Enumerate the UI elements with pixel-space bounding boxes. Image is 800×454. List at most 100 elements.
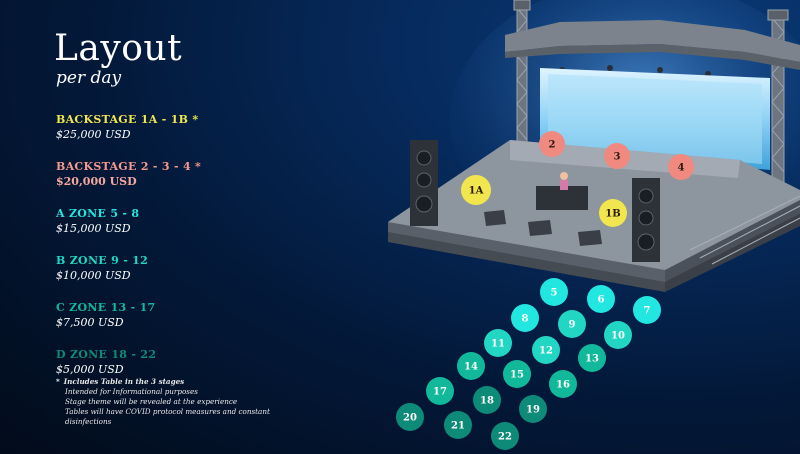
footnote-line: Intended for Informational purposes [65,387,198,396]
zone-9-circle [558,310,586,338]
zone-8-label: 8 [522,314,529,325]
zone-10-circle [604,321,632,349]
footnote-line: Tables will have COVID protocol measures… [65,407,270,426]
stage-marker-1b: 1B [599,199,627,227]
zone-16-label: 16 [556,380,570,391]
tier-b-zone: B ZONE 9 - 12 $10,000 USD [56,253,201,283]
tier-name: C ZONE 13 - 17 [56,301,156,314]
stage-marker-2-label: 2 [549,140,556,151]
stage-marker-1b-label: 1B [605,209,620,220]
stage-marker-4-label: 4 [678,163,685,174]
footnotes: *Includes Table in the 3 stages Intended… [56,377,275,427]
tier-backstage-1: BACKSTAGE 1A - 1B * $25,000 USD [56,112,201,142]
zone-11-circle [484,329,512,357]
zone-20-label: 20 [403,413,417,424]
zone-19-circle [519,395,547,423]
zone-19-label: 19 [526,405,540,416]
dj-booth [536,172,588,210]
stage-marker-4: 4 [668,154,694,180]
footnote-line: Stage theme will be revealed at the expe… [65,397,238,406]
tier-name: A ZONE 5 - 8 [56,207,140,220]
zone-16: 16 [549,370,577,398]
tier-price: $7,500 USD [56,316,124,329]
tier-c-zone: C ZONE 13 - 17 $7,500 USD [56,300,201,330]
zone-13-circle [578,344,606,372]
zone-22-circle [491,422,519,450]
zone-14: 14 [457,352,485,380]
zone-15-circle [503,360,531,388]
zone-21: 21 [444,411,472,439]
stage-marker-2-circle [539,131,565,157]
zone-15-label: 15 [510,370,524,381]
zone-12: 12 [532,336,560,364]
zone-12-circle [532,336,560,364]
zone-13: 13 [578,344,606,372]
zone-8-circle [511,304,539,332]
zone-14-label: 14 [464,362,478,373]
zone-17: 17 [426,377,454,405]
tier-price: $25,000 USD [56,128,131,141]
tier-price: $10,000 USD [56,269,131,282]
zone-21-label: 21 [451,421,465,432]
stage-marker-4-circle [668,154,694,180]
zone-18-circle [473,386,501,414]
zone-7-circle [633,296,661,324]
zone-13-label: 13 [585,354,599,365]
pricing-panel: Layout per day BACKSTAGE 1A - 1B * $25,0… [0,0,330,454]
stage-roof [505,20,800,62]
zone-20: 20 [396,403,424,431]
stage-marker-3-circle [604,143,630,169]
zone-16-circle [549,370,577,398]
page-subtitle: per day [56,68,122,88]
tier-price: $15,000 USD [56,222,131,235]
stage-marker-3: 3 [604,143,630,169]
zone-18: 18 [473,386,501,414]
stage-marker-1a: 1A [461,175,491,205]
stage-marker-3-label: 3 [614,152,621,163]
tier-name: D ZONE 18 - 22 [56,348,157,361]
footnote-main: *Includes Table in the 3 stages [56,377,275,387]
zone-7-label: 7 [644,306,651,317]
tier-name: B ZONE 9 - 12 [56,254,149,267]
zone-5: 5 [540,278,568,306]
zone-11-label: 11 [491,339,505,350]
zone-17-label: 17 [433,387,447,398]
tier-name: BACKSTAGE 1A - 1B * [56,113,199,126]
stage-marker-1b-circle [599,199,627,227]
zone-14-circle [457,352,485,380]
page-title: Layout [54,28,183,69]
stage-marker-2: 2 [539,131,565,157]
zone-10-label: 10 [611,331,625,342]
zone-6: 6 [587,285,615,313]
speaker-left [410,140,438,226]
tier-name: BACKSTAGE 2 - 3 - 4 * [56,160,202,173]
tier-d-zone: D ZONE 18 - 22 $5,000 USD [56,347,201,377]
zone-9: 9 [558,310,586,338]
footnote-text: Includes Table in the 3 stages [63,377,185,386]
zone-22: 22 [491,422,519,450]
tier-backstage-2: BACKSTAGE 2 - 3 - 4 * $20,000 USD [56,159,201,189]
tier-price: $20,000 USD [56,175,137,188]
zone-11: 11 [484,329,512,357]
stage-marker-1a-label: 1A [469,186,484,197]
zone-5-circle [540,278,568,306]
zone-18-label: 18 [480,396,494,407]
stage-monitors [484,210,602,246]
speaker-right [632,178,660,262]
zone-21-circle [444,411,472,439]
tier-price: $5,000 USD [56,363,124,376]
pricing-list: BACKSTAGE 1A - 1B * $25,000 USD BACKSTAG… [56,112,201,394]
stage-marker-1a-circle [461,175,491,205]
zone-6-circle [587,285,615,313]
zone-9-label: 9 [569,320,576,331]
footnote-star: * [56,377,60,386]
zone-8: 8 [511,304,539,332]
zone-6-label: 6 [598,295,605,306]
zone-5-label: 5 [551,288,558,299]
zone-10: 10 [604,321,632,349]
zone-19: 19 [519,395,547,423]
zone-12-label: 12 [539,346,553,357]
zone-7: 7 [633,296,661,324]
zone-17-circle [426,377,454,405]
